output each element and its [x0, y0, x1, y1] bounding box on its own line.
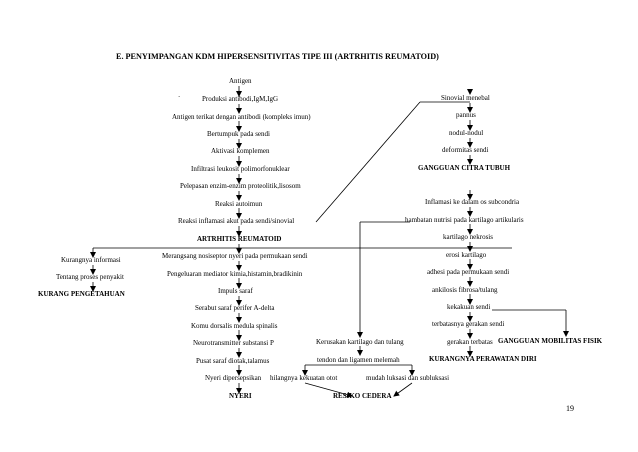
arrow-resiko-l [304, 382, 353, 398]
node-resiko-cedera: RESIKO CEDERA [333, 392, 392, 400]
node-aktivasi-komplemen: Aktivasi komplemen [211, 147, 270, 155]
node-gerakan-terbatas: gerakan terbatas [447, 338, 493, 346]
node-tendon-ligamen: tendon dan ligamen melemah [317, 356, 400, 364]
node-komu-dorsalis: Komu dorsalis medula spinalis [191, 322, 278, 330]
node-terbatasnya-gerakan: terbatasnya gerakan sendi [432, 320, 505, 328]
node-kartilago-nekrosis: kartilago nekrosis [443, 233, 493, 241]
node-nyeri-dipersepsikan: Nyeri dipersepsikan [205, 374, 262, 382]
node-ankilosis: ankilosis fibrosa/tulang [432, 286, 498, 294]
node-pengeluaran-mediator: Pengeluaran mediator kimia,histamin,brad… [167, 270, 303, 278]
node-impuls-saraf: Impuls saraf [218, 287, 253, 295]
node-mudah-luksasi: mudah luksasi dan subluksasi [366, 374, 450, 382]
node-hilangnya-kekuatan: hilangnya kekuatan otot [270, 374, 338, 382]
node-kurangnya-informasi: Kurangnya informasi [61, 256, 121, 264]
node-antigen: Antigen [229, 77, 252, 85]
node-pusat-saraf: Pusat saraf diotak,talamus [196, 357, 270, 365]
node-tentang-proses: Tentang proses penyakit [56, 273, 124, 281]
node-kurangnya-perawatan-diri: KURANGNYA PERAWATAN DIRI [429, 355, 537, 363]
node-hambatan-nutrisi: hambatan nutrisi pada kartilago artikula… [405, 216, 524, 224]
node-serabut-saraf: Serabut saraf perifer A-delta [195, 304, 275, 312]
node-kurang-pengetahuan: KURANG PENGETAHUAN [38, 290, 125, 298]
node-sinovial-menebal: Sinovial menebal [441, 94, 490, 102]
node-bertumpuk: Bertumpuk pada sendi [207, 130, 270, 138]
diagonal-sinovial [315, 101, 421, 223]
node-stray-mark: ` [178, 95, 181, 103]
node-pannus: pannus [456, 111, 476, 119]
node-kerusakan-kartilago: Kerusakan kartilago dan tulang [316, 338, 404, 346]
node-kekakuan-sendi: kekakuan sendi [447, 303, 491, 311]
node-infiltrasi: Infiltrasi leukosit polimorfonuklear [191, 165, 290, 173]
node-produksi-antibodi: Produksi antibodi,IgM,IgG [202, 95, 279, 103]
node-nyeri: NYERI [229, 392, 252, 400]
node-inflamasi-os: Inflamasi ke dalam os subcondria [425, 198, 520, 206]
page-number: 19 [566, 404, 574, 413]
node-gangguan-citra-tubuh: GANGGUAN CITRA TUBUH [418, 164, 511, 172]
arrow-resiko-r [393, 382, 413, 397]
node-gangguan-mobilitas: GANGGUAN MOBILITAS FISIK [498, 337, 603, 345]
node-deformitas: deformitas sendi [442, 146, 489, 154]
node-nodul: nodul-nodul [449, 129, 484, 137]
node-neurotransmitter: Neurotransmitter substansi P [193, 339, 274, 347]
node-reaksi-inflamasi: Reaksi inflamasi akut pada sendi/sinovia… [178, 217, 295, 225]
node-reaksi-autoimun: Reaksi autoimun [215, 200, 263, 208]
node-pelepasan-enzim: Pelepasan enzim-enzim proteolitik,lisoso… [180, 182, 301, 190]
node-artrhitis: ARTRHITIS REUMATOID [197, 235, 282, 243]
node-adhesi: adhesi pada permukaan sendi [427, 268, 510, 276]
diagram-title: E. PENYIMPANGAN KDM HIPERSENSITIVITAS TI… [116, 52, 439, 61]
node-antigen-terikat: Antigen terikat dengan antibodi (komplek… [172, 113, 311, 121]
node-merangsang: Merangsang nosiseptor nyeri pada permuka… [162, 252, 308, 260]
node-erosi-kartilago: erosi kartilago [446, 251, 487, 259]
